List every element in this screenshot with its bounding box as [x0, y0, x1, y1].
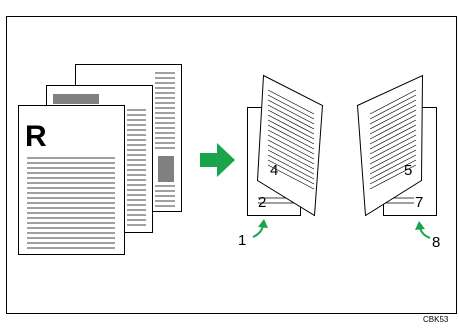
page-number-2: 2: [258, 194, 266, 211]
page-number-7: 7: [415, 194, 423, 211]
page-number-5: 5: [404, 162, 412, 179]
figure-id-label: CBK53: [423, 315, 449, 324]
page-number-1: 1: [238, 232, 246, 249]
front-page-letter: R: [25, 120, 47, 153]
original-sheet-front: R: [19, 106, 125, 255]
page-number-8: 8: [432, 234, 440, 251]
gray-block: [53, 94, 99, 104]
gray-block: [158, 156, 174, 182]
page-number-4: 4: [270, 162, 278, 179]
